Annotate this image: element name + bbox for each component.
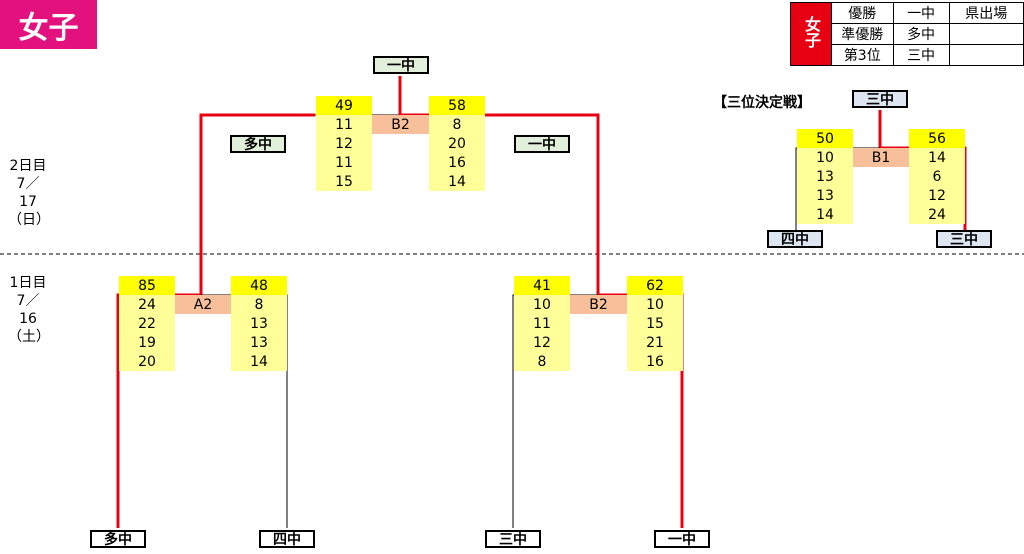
set-score: 16 — [448, 154, 466, 171]
team-r1-4: 一中 — [654, 530, 710, 548]
team-r1-1: 多中 — [90, 530, 146, 548]
set-score: 15 — [335, 173, 353, 190]
set-score: 14 — [250, 353, 268, 370]
team-r1-3: 三中 — [485, 530, 541, 548]
score-total: 62 — [627, 276, 683, 295]
set-score: 19 — [138, 334, 156, 351]
score-total: 56 — [909, 129, 965, 148]
legend-label-3: 第3位 — [831, 44, 894, 66]
set-score: 13 — [250, 334, 268, 351]
set-score: 14 — [816, 206, 834, 223]
semi-a-game-id: A2 — [175, 295, 231, 314]
set-score: 22 — [138, 315, 156, 332]
set-score: 14 — [448, 173, 466, 190]
set-score: 24 — [928, 206, 946, 223]
final-left-path — [199, 113, 315, 280]
set-score: 10 — [816, 149, 834, 166]
third-left-score: 50 10 13 13 14 — [797, 129, 853, 224]
page-title: 女子 — [0, 0, 97, 49]
day1-label: 1日目 7／16 （土） — [8, 275, 50, 345]
set-score: 11 — [335, 116, 353, 133]
set-score: 21 — [646, 334, 664, 351]
team-third-left: 四中 — [767, 230, 823, 248]
final-game-id: B2 — [372, 115, 429, 134]
final-winner-path — [398, 76, 600, 295]
final-right-score: 58 8 20 16 14 — [429, 96, 485, 191]
set-score: 6 — [932, 168, 942, 185]
set-score: 20 — [448, 135, 466, 152]
results-legend: 女子 優勝 一中 県出場 準優勝 多中 第3位 三中 — [790, 2, 1024, 66]
team-final-winner: 一中 — [373, 56, 429, 74]
legend-side-label: 女子 — [790, 2, 832, 66]
legend-label-1: 優勝 — [831, 2, 894, 24]
set-score: 13 — [816, 168, 834, 185]
team-semi-right-winner: 一中 — [514, 135, 570, 153]
semi-a-left-score: 85 24 22 19 20 — [119, 276, 175, 371]
set-score: 10 — [646, 296, 664, 313]
score-total: 48 — [231, 276, 287, 295]
set-score: 14 — [928, 149, 946, 166]
semi-b-game-id: B2 — [570, 295, 627, 314]
third-right-score: 56 14 6 12 24 — [909, 129, 965, 224]
third-place-title: 【三位決定戦】 — [713, 95, 811, 111]
set-score: 16 — [646, 353, 664, 370]
score-total: 58 — [429, 96, 485, 115]
set-score: 8 — [452, 116, 462, 133]
set-score: 11 — [533, 315, 551, 332]
set-score: 15 — [646, 315, 664, 332]
set-score: 13 — [816, 187, 834, 204]
score-total: 85 — [119, 276, 175, 295]
set-score: 12 — [335, 135, 353, 152]
legend-note-3 — [948, 44, 1024, 66]
legend-team-2: 多中 — [892, 23, 950, 45]
set-score: 20 — [138, 353, 156, 370]
day2-label: 2日目 7／17 （日） — [8, 158, 50, 228]
final-left-score: 49 11 12 11 15 — [316, 96, 372, 191]
semi-b-right-score: 62 10 15 21 16 — [627, 276, 683, 371]
third-game-id: B1 — [853, 148, 909, 167]
set-score: 8 — [537, 353, 547, 370]
set-score: 10 — [533, 296, 551, 313]
score-total: 50 — [797, 129, 853, 148]
legend-note-1: 県出場 — [948, 2, 1024, 24]
set-score: 24 — [138, 296, 156, 313]
team-third-winner: 三中 — [852, 90, 908, 108]
set-score: 12 — [533, 334, 551, 351]
set-score: 11 — [335, 154, 353, 171]
set-score: 13 — [250, 315, 268, 332]
team-third-right: 三中 — [936, 230, 992, 248]
legend-team-3: 三中 — [892, 44, 950, 66]
legend-label-2: 準優勝 — [831, 23, 894, 45]
set-score: 12 — [928, 187, 946, 204]
set-score: 8 — [254, 296, 264, 313]
team-semi-left-winner: 多中 — [230, 135, 286, 153]
score-total: 41 — [514, 276, 570, 295]
team-r1-2: 四中 — [259, 530, 315, 548]
semi-a-right-score: 48 8 13 13 14 — [231, 276, 287, 371]
semi-b-left-score: 41 10 11 12 8 — [514, 276, 570, 371]
score-total: 49 — [316, 96, 372, 115]
